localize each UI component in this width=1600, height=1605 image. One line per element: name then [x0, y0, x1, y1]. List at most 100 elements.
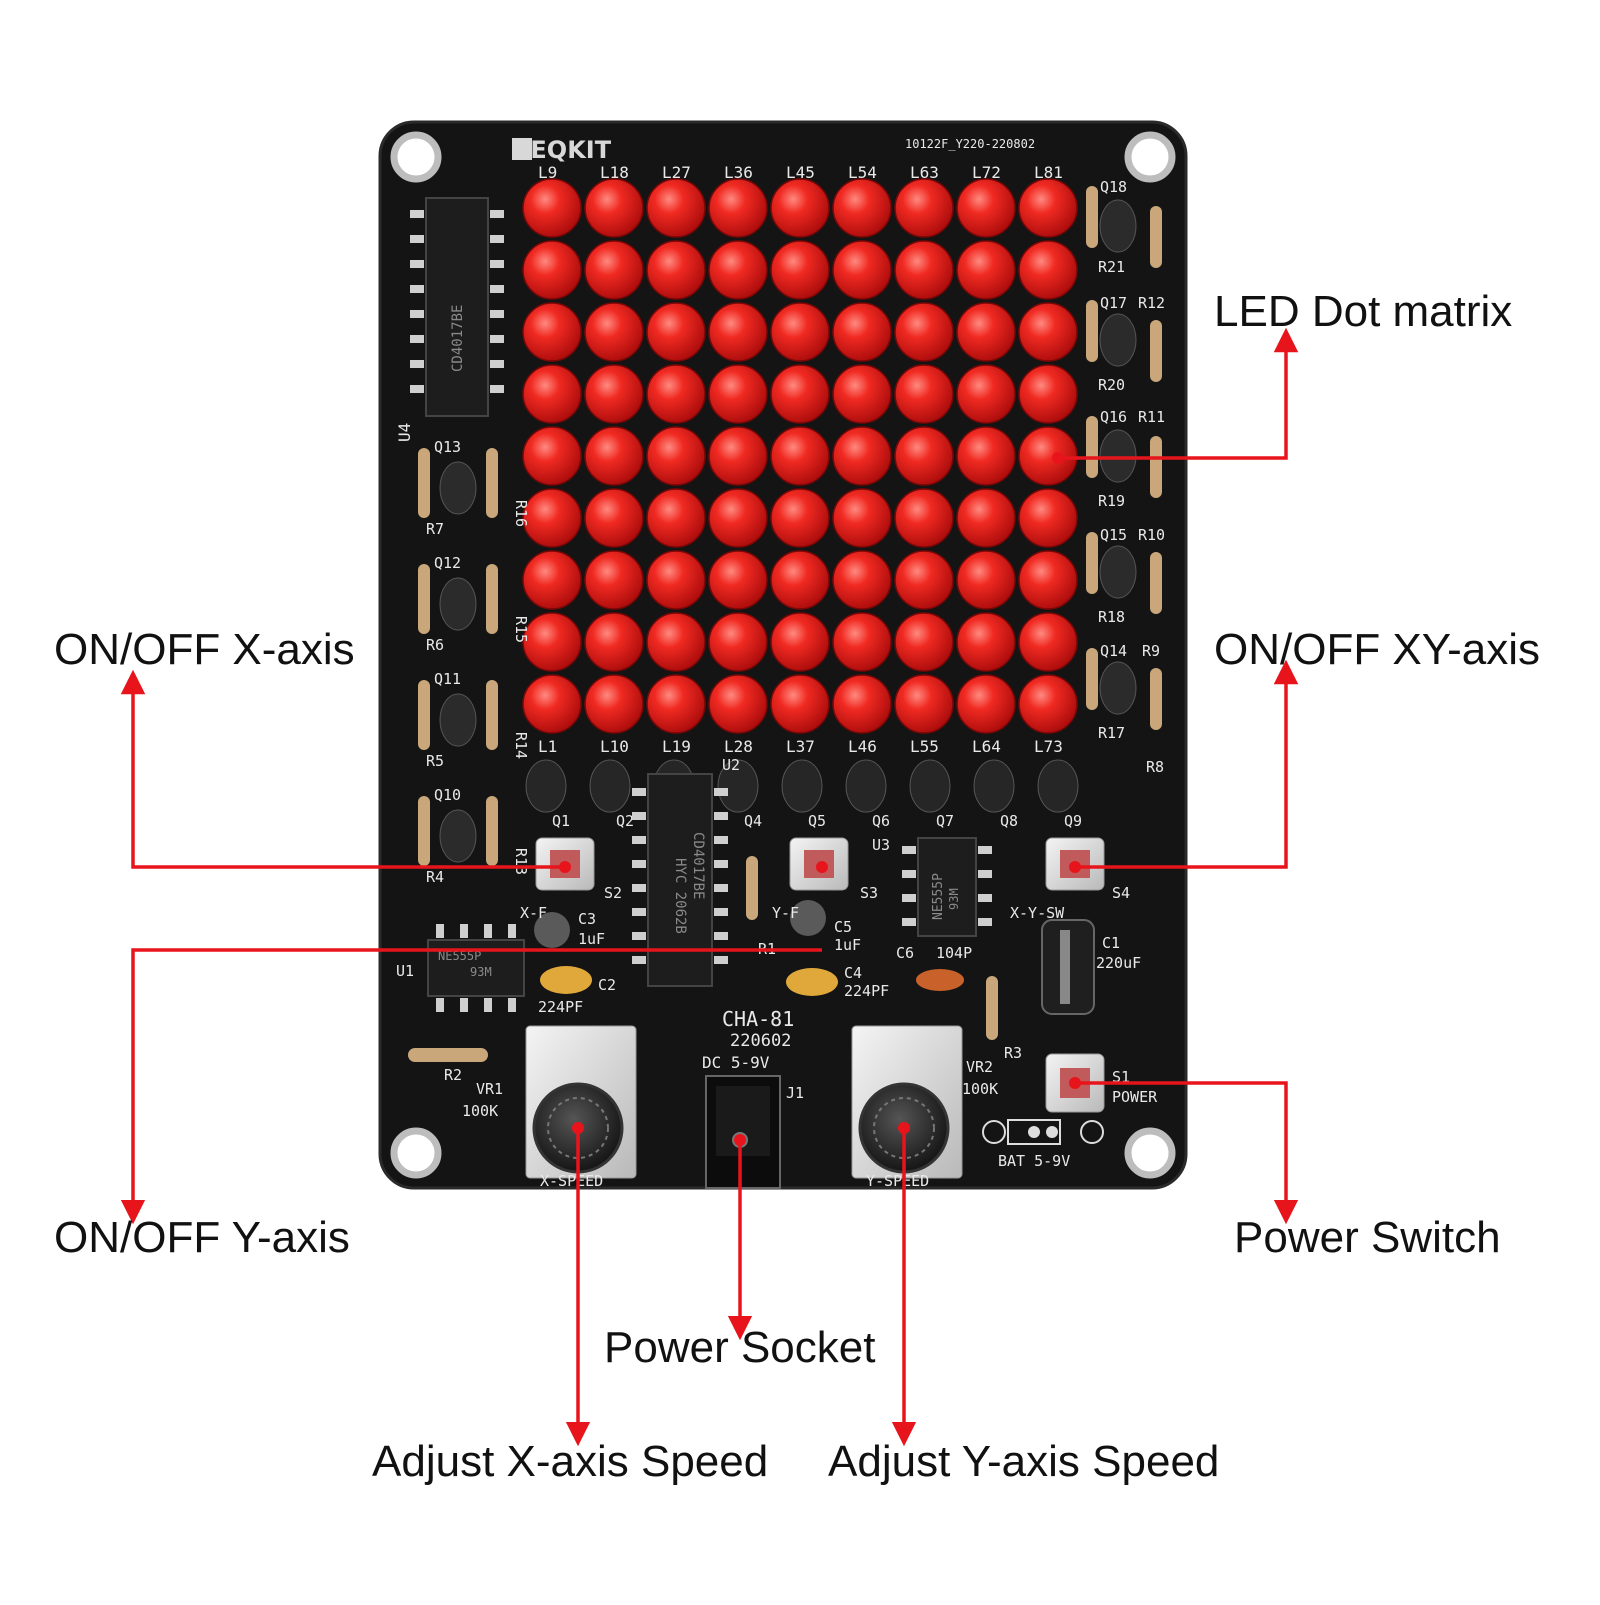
svg-text:C2: C2 — [598, 976, 616, 994]
brand-logo: EEQKIT — [512, 136, 612, 164]
svg-text:X-Y-SW: X-Y-SW — [1010, 904, 1065, 922]
led-dot — [770, 550, 830, 610]
led-label-top: L63 — [910, 163, 939, 182]
led-dot — [1018, 550, 1078, 610]
misc-resistors: R1 R2 R3 — [408, 856, 1022, 1084]
right-driver-column: Q18 R21 Q17 R12 R20 Q16 R11 R19 Q15 R10 … — [1086, 178, 1165, 776]
led-label-bottom: L73 — [1034, 737, 1063, 756]
callout-arrows — [120, 327, 1299, 1447]
led-dot — [522, 550, 582, 610]
chip-u4-part: CD4017BE — [450, 305, 466, 372]
led-dot — [1018, 178, 1078, 238]
led-dot — [1018, 488, 1078, 548]
svg-text:100K: 100K — [962, 1080, 998, 1098]
led-dot — [1018, 302, 1078, 362]
led-label-bottom: L19 — [662, 737, 691, 756]
arrow-power-switch — [1075, 1081, 1299, 1225]
svg-text:R4: R4 — [426, 868, 444, 886]
led-dot — [708, 488, 768, 548]
led-label-bottom: L1 — [538, 737, 557, 756]
svg-text:1uF: 1uF — [578, 930, 605, 948]
led-dot — [956, 488, 1016, 548]
svg-text:220uF: 220uF — [1096, 954, 1141, 972]
svg-text:Q11: Q11 — [434, 670, 461, 688]
led-dot-matrix — [522, 178, 1078, 734]
led-dot — [584, 178, 644, 238]
transistor — [525, 759, 567, 813]
led-dot — [894, 488, 954, 548]
led-dot — [708, 550, 768, 610]
led-dot — [894, 550, 954, 610]
chip-u4: CD4017BE U4 — [395, 197, 504, 442]
svg-text:X-SPEED: X-SPEED — [540, 1172, 603, 1190]
svg-text:220602: 220602 — [730, 1031, 791, 1051]
svg-text:R21: R21 — [1098, 258, 1125, 276]
svg-text:Q18: Q18 — [1100, 178, 1127, 196]
led-dot — [956, 550, 1016, 610]
led-dot — [894, 612, 954, 672]
led-label-bottom: L10 — [600, 737, 629, 756]
led-dot — [832, 178, 892, 238]
svg-text:104P: 104P — [936, 944, 972, 962]
led-dot — [584, 302, 644, 362]
led-dot — [894, 364, 954, 424]
led-dot — [708, 364, 768, 424]
transistor-label: Q4 — [744, 812, 762, 830]
led-dot — [708, 240, 768, 300]
led-label-bottom: L28 — [724, 737, 753, 756]
led-dot — [584, 550, 644, 610]
label-on-off-x-axis: ON/OFF X-axis — [54, 625, 355, 674]
led-dot — [646, 302, 706, 362]
led-dot — [894, 178, 954, 238]
led-dot — [584, 488, 644, 548]
power-socket-j1[interactable] — [705, 1075, 781, 1189]
svg-text:R9: R9 — [1142, 642, 1160, 660]
svg-text:R19: R19 — [1098, 492, 1125, 510]
chip-u2-mark: HYC 2062B — [672, 858, 688, 934]
led-dot — [956, 364, 1016, 424]
led-dot — [956, 302, 1016, 362]
svg-text:S3: S3 — [860, 884, 878, 902]
led-dot — [522, 426, 582, 486]
led-dot — [956, 178, 1016, 238]
led-dot — [894, 426, 954, 486]
led-dot — [646, 178, 706, 238]
svg-text:S2: S2 — [604, 884, 622, 902]
svg-text:Q14: Q14 — [1100, 642, 1127, 660]
led-dot — [708, 302, 768, 362]
transistor — [589, 759, 631, 813]
svg-text:S4: S4 — [1112, 884, 1130, 902]
svg-text:Q12: Q12 — [434, 554, 461, 572]
led-label-top: L81 — [1034, 163, 1063, 182]
led-dot — [584, 426, 644, 486]
svg-text:R18: R18 — [1098, 608, 1125, 626]
led-dot — [1018, 426, 1078, 486]
switch-s3[interactable]: S3 Y-F — [772, 837, 878, 922]
svg-text:R3: R3 — [1004, 1044, 1022, 1062]
led-dot — [584, 674, 644, 734]
brand-text: EEQKIT — [514, 136, 612, 164]
transistor-label: Q7 — [936, 812, 954, 830]
svg-text:C6: C6 — [896, 944, 914, 962]
svg-text:CHA-81: CHA-81 — [722, 1007, 794, 1031]
chip-u2-part: CD4017BE — [690, 832, 706, 899]
led-dot — [832, 488, 892, 548]
led-dot — [832, 426, 892, 486]
led-dot — [646, 550, 706, 610]
svg-text:VR2: VR2 — [966, 1058, 993, 1076]
svg-text:R14: R14 — [512, 732, 530, 759]
svg-text:R6: R6 — [426, 636, 444, 654]
led-dot — [584, 364, 644, 424]
led-dot — [770, 302, 830, 362]
led-dot — [522, 488, 582, 548]
led-dot — [832, 550, 892, 610]
led-dot — [770, 612, 830, 672]
svg-text:Q10: Q10 — [434, 786, 461, 804]
svg-text:R13: R13 — [512, 848, 530, 875]
led-dot — [1018, 240, 1078, 300]
transistor-label: Q8 — [1000, 812, 1018, 830]
led-dot — [522, 612, 582, 672]
led-dot — [832, 612, 892, 672]
label-led-dot-matrix: LED Dot matrix — [1214, 287, 1513, 336]
